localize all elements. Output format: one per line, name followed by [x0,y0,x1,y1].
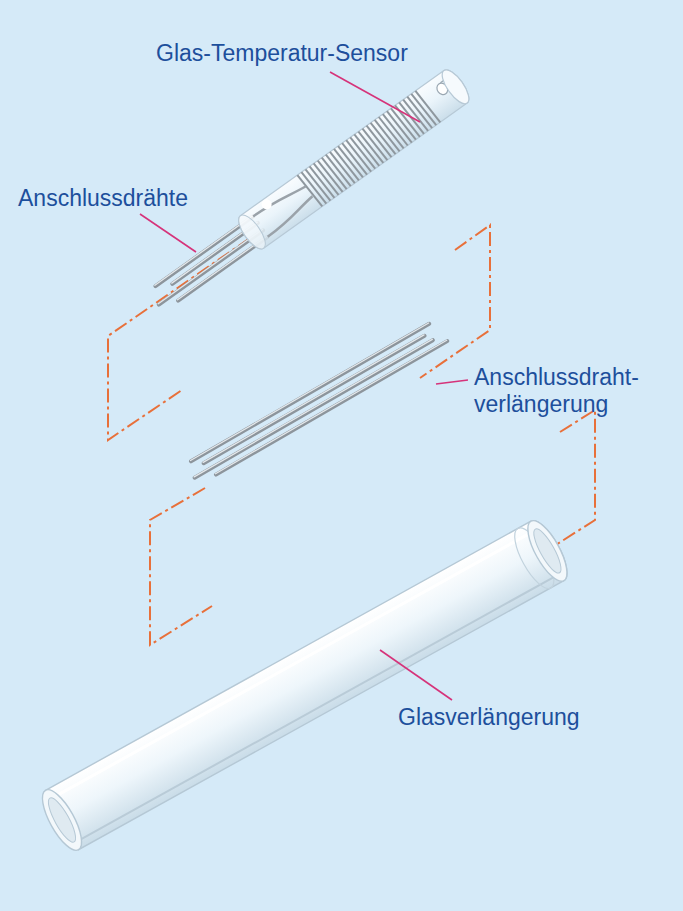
part-label: Anschlussdraht- verlängerung [474,364,664,418]
part-label: Glas-Temperatur-Sensor [156,40,456,67]
part-label: Glasverlängerung [398,704,638,731]
part-label: Anschlussdrähte [18,185,218,212]
